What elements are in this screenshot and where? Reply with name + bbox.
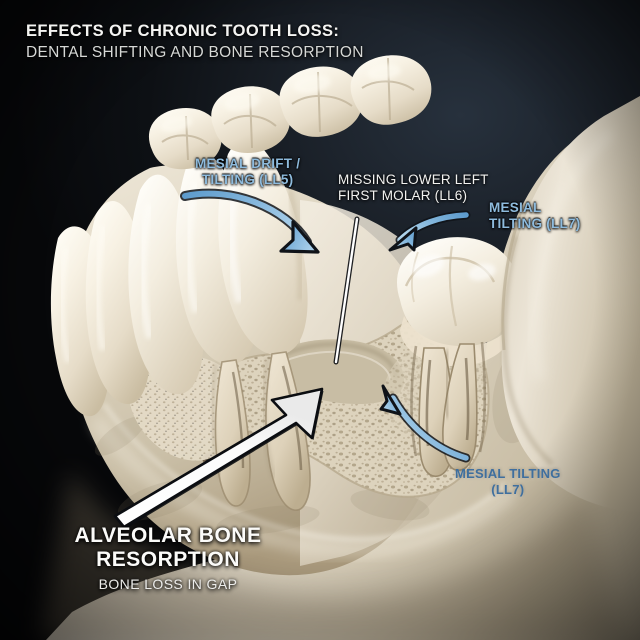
label-missing-molar-ll6-line2: FIRST MOLAR (LL6) [338, 188, 468, 204]
label-mesial-drift-ll5-line1: MESIAL DRIFT / [195, 156, 301, 171]
label-mesial-tilting-ll7-upper-line1: MESIAL [489, 200, 542, 215]
mesial-tilting-arrow-ll7-lower [379, 384, 471, 463]
title-block: EFFECTS OF CHRONIC TOOTH LOSS: DENTAL SH… [26, 22, 364, 63]
label-mesial-tilting-ll7-upper: MESIAL TILTING (LL7) [489, 200, 580, 233]
label-missing-molar-ll6-line1: MISSING LOWER LEFT [338, 172, 489, 187]
label-mesial-tilting-ll7-lower-line2: (LL7) [491, 481, 525, 497]
label-mesial-tilting-ll7-lower: MESIAL TILTING (LL7) [455, 466, 561, 498]
page-title: EFFECTS OF CHRONIC TOOTH LOSS: [26, 22, 340, 40]
bone-resorption-arrow [113, 387, 324, 529]
caption-block: ALVEOLAR BONE RESORPTION BONE LOSS IN GA… [28, 524, 308, 592]
label-mesial-tilting-ll7-lower-line1: MESIAL TILTING [455, 466, 561, 481]
page-subtitle: DENTAL SHIFTING AND BONE RESORPTION [26, 43, 364, 61]
mesial-drift-arrow-ll5 [180, 188, 320, 254]
label-mesial-drift-ll5: MESIAL DRIFT / TILTING (LL5) [195, 156, 300, 189]
label-mesial-tilting-ll7-upper-line2: TILTING (LL7) [489, 216, 581, 232]
label-missing-molar-ll6: MISSING LOWER LEFT FIRST MOLAR (LL6) [338, 172, 489, 205]
caption-subtitle: BONE LOSS IN GAP [98, 576, 238, 593]
caption-headline-line1: ALVEOLAR BONE [74, 524, 262, 547]
label-mesial-drift-ll5-line2: TILTING (LL5) [201, 172, 294, 188]
mesial-tilting-arrow-ll7-upper [388, 210, 471, 252]
missing-molar-leader-line [333, 216, 360, 365]
caption-headline-line2: RESORPTION [96, 547, 240, 571]
